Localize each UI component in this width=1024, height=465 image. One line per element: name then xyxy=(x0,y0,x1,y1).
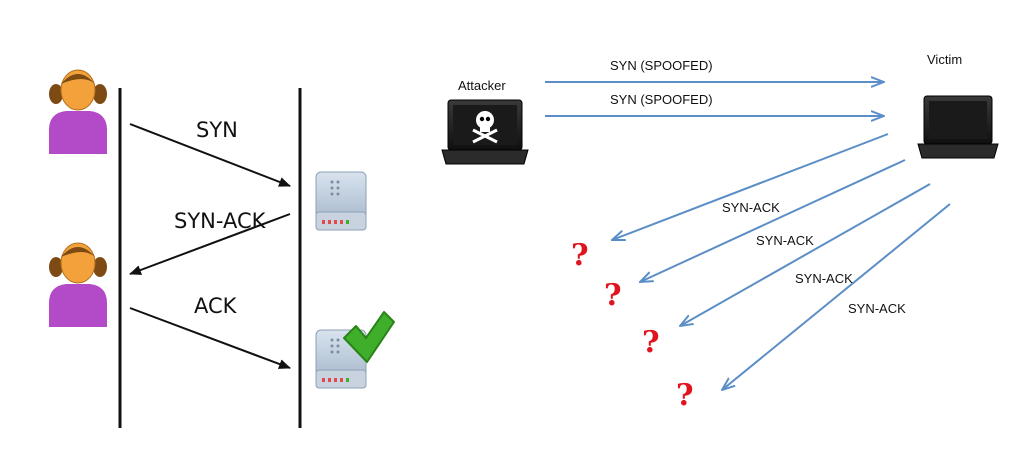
syn-ack-reply-arrow xyxy=(640,159,906,282)
skull-crossbones-icon xyxy=(472,111,498,144)
ack-label: ACK xyxy=(194,294,238,318)
syn-flood-panel: Attacker Victim SYN (SPOOFED) SYN (SPOOF… xyxy=(441,52,999,413)
victim-laptop-icon xyxy=(917,95,999,159)
syn-ack-reply-label: SYN-ACK xyxy=(756,233,814,248)
spoofed-syn-label: SYN (SPOOFED) xyxy=(610,58,713,73)
attacker-label: Attacker xyxy=(458,78,506,93)
victim-label: Victim xyxy=(927,52,962,67)
attacker-laptop-icon xyxy=(441,99,529,165)
handshake-panel: SYN SYN-ACK ACK xyxy=(49,69,395,428)
spoofed-syn-label: SYN (SPOOFED) xyxy=(610,92,713,107)
client-person-icon xyxy=(49,69,107,154)
syn-arrow xyxy=(129,123,291,187)
unknown-host-question-mark: ? xyxy=(604,278,622,313)
client-person-icon xyxy=(49,242,107,327)
syn-ack-reply-label: SYN-ACK xyxy=(795,271,853,286)
unknown-host-question-mark: ? xyxy=(571,238,589,273)
syn-ack-arrow xyxy=(129,213,291,275)
syn-ack-label: SYN-ACK xyxy=(174,209,267,233)
syn-ack-reply-arrow xyxy=(722,203,951,390)
unknown-host-question-mark: ? xyxy=(642,325,660,360)
unknown-host-question-mark: ? xyxy=(676,378,694,413)
checkmark-icon xyxy=(343,311,395,363)
syn-ack-reply-arrow xyxy=(680,183,931,326)
server-icon xyxy=(315,171,367,231)
syn-label: SYN xyxy=(196,118,238,142)
ack-arrow xyxy=(129,307,291,369)
syn-ack-reply-label: SYN-ACK xyxy=(722,200,780,215)
syn-ack-reply-label: SYN-ACK xyxy=(848,301,906,316)
syn-ack-reply-arrow xyxy=(612,133,889,240)
